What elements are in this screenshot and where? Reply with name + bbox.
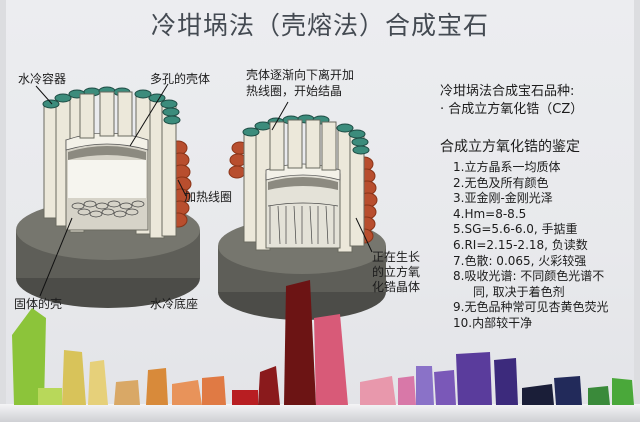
identification-list: 1.立方晶系一均质体 2.无色及所有颜色 3.亚金刚-金刚光泽 4.Hm=8-8… — [453, 160, 608, 332]
label-solid-shell: 固体的壳 — [14, 297, 63, 311]
identification-item: 10.内部较干净 — [453, 315, 533, 330]
label-growing-crystal-line2: 的立方氧 — [372, 265, 421, 279]
identification-item: 6.RI=2.15-2.18, 负读数 — [453, 237, 588, 252]
label-shell-moving-line2: 热线圈，开始结晶 — [246, 84, 343, 98]
label-heating-coil: 加热线圈 — [184, 190, 233, 204]
page-title: 冷坩埚法（壳熔法）合成宝石 — [150, 11, 489, 40]
solid-shell-crystals — [71, 200, 145, 218]
label-growing-crystal-line1: 正在生长 — [372, 250, 421, 264]
label-water-vessel: 水冷容器 — [18, 72, 67, 86]
label-water-base: 水冷底座 — [150, 297, 199, 311]
identification-heading: 合成立方氧化锆的鉴定 — [440, 139, 580, 155]
identification-item-continuation: 同, 取决于着色剂 — [473, 284, 565, 299]
identification-item: 4.Hm=8-8.5 — [453, 206, 527, 221]
identification-item: 9.无色品种常可见杏黄色荧光 — [453, 300, 609, 315]
label-shell-moving-line1: 壳体逐渐向下离开加 — [246, 68, 355, 82]
display-ledge — [0, 404, 640, 422]
identification-item: 1.立方晶系一均质体 — [453, 160, 561, 174]
identification-item: 7.色散: 0.065, 火彩较强 — [453, 253, 587, 268]
growing-crystals-right — [267, 202, 339, 245]
varieties-heading: 冷坩埚法合成宝石品种: — [440, 84, 575, 99]
varieties-item: · 合成立方氧化锆（CZ） — [440, 102, 584, 117]
identification-item: 3.亚金刚-金刚光泽 — [453, 191, 553, 206]
identification-item: 8.吸收光谱: 不同颜色光谱不 — [453, 269, 605, 284]
identification-item: 2.无色及所有颜色 — [453, 175, 549, 190]
gem-crystal-row — [12, 280, 634, 405]
label-growing-crystal-line3: 化锆晶体 — [372, 280, 421, 294]
leader-lines — [35, 83, 373, 297]
label-porous-shell: 多孔的壳体 — [150, 72, 211, 86]
identification-item: 5.SG=5.6-6.0, 手掂重 — [453, 222, 578, 237]
